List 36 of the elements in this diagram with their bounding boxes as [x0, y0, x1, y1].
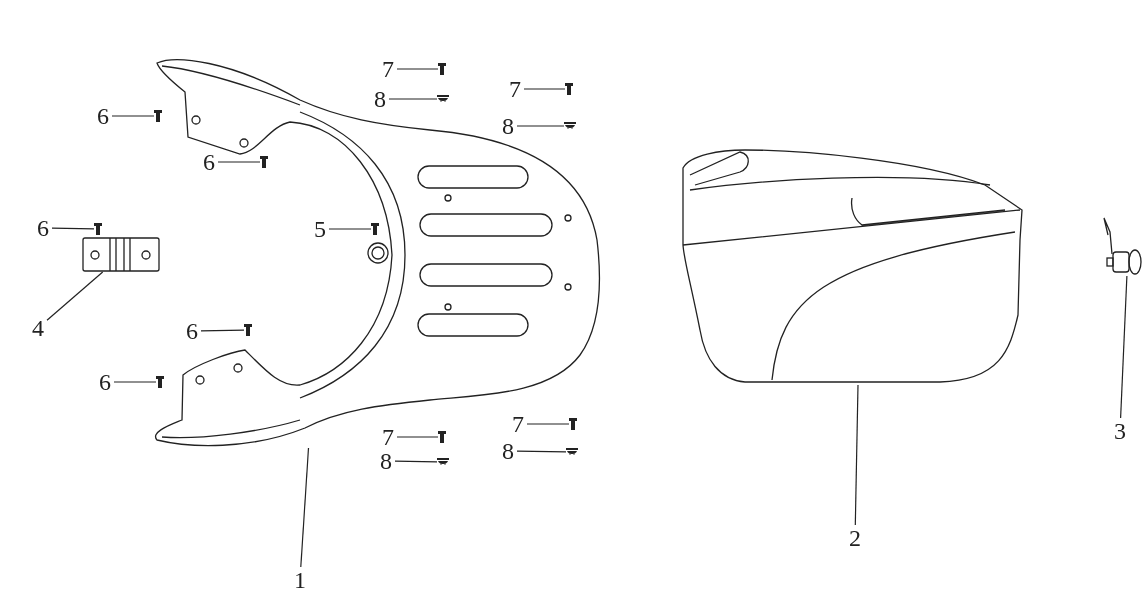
callout-number: 1	[291, 567, 309, 593]
leader-line	[46, 271, 104, 321]
leader-line	[300, 447, 310, 568]
leader-line	[51, 227, 95, 230]
callout-number: 7	[379, 424, 397, 450]
callout-number: 7	[379, 56, 397, 82]
callout-number: 2	[846, 525, 864, 551]
callout-number: 8	[499, 113, 517, 139]
leader-line	[113, 381, 157, 383]
leader-line	[854, 384, 859, 526]
callout-number: 4	[29, 315, 47, 341]
leader-line	[1120, 275, 1128, 419]
callout-number: 8	[377, 448, 395, 474]
leader-line	[516, 125, 565, 127]
leader-line	[516, 450, 567, 453]
leader-line	[396, 68, 439, 70]
callout-number: 7	[509, 411, 527, 437]
leader-line	[200, 329, 245, 332]
callout-number: 7	[506, 76, 524, 102]
leader-line	[523, 88, 566, 90]
callout-number: 6	[96, 369, 114, 395]
callout-number: 6	[94, 103, 112, 129]
leader-line	[111, 115, 155, 117]
leader-line	[217, 161, 261, 163]
callout-number: 3	[1111, 418, 1129, 444]
callout-number: 6	[183, 318, 201, 344]
callout-number: 8	[371, 86, 389, 112]
callout-number: 8	[499, 438, 517, 464]
callout-number: 5	[311, 216, 329, 242]
leader-line	[328, 228, 372, 230]
callout-number: 6	[34, 215, 52, 241]
leader-line	[394, 460, 438, 463]
leader-line	[396, 436, 439, 438]
leader-line	[388, 98, 438, 100]
leader-line	[526, 423, 570, 425]
callout-number: 6	[200, 149, 218, 175]
